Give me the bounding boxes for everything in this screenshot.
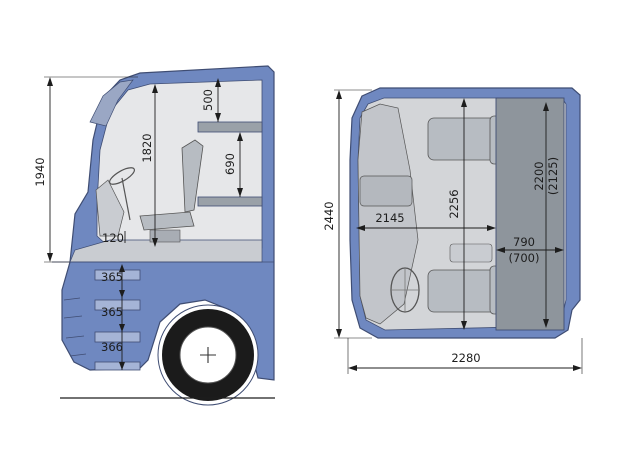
dim-2440: 2440 [322,89,372,339]
dim-500: 500 [201,78,221,122]
label-2200: 2200 [532,161,546,190]
dim-120: 120 [102,231,126,245]
label-step-2: 365 [101,305,123,319]
seat-icon [427,115,503,165]
dim-2200: 2200 (2125) [532,102,560,328]
front-grille [63,297,87,357]
label-500: 500 [201,89,215,111]
upper-bunk [197,121,263,133]
label-2256: 2256 [447,189,461,218]
label-1940: 1940 [33,157,47,186]
label-2145: 2145 [375,211,404,225]
dash-panel [359,175,413,207]
seat-icon [427,265,503,315]
wheel-icon [157,304,259,406]
steering-wheel-icon [95,167,135,237]
bunk-top [495,97,565,331]
label-step-1: 365 [101,270,123,284]
label-2125: (2125) [546,157,560,195]
dim-2256: 2256 [447,98,467,330]
label-690: 690 [223,153,237,175]
side-view: 1940 1820 500 690 120 365 [33,65,275,406]
dashboard-top [357,103,419,325]
label-120: 120 [102,231,124,245]
dim-2145: 2145 [356,211,496,231]
label-2440: 2440 [322,201,336,230]
dim-690: 690 [223,132,243,197]
top-view: 2440 2280 2145 2256 2200 (2125) [322,87,583,374]
dim-height-1940: 1940 [33,76,138,263]
label-2280: 2280 [451,351,480,365]
label-1820: 1820 [140,133,154,162]
ladder-steps-icon [94,269,141,371]
windscreen [89,79,134,127]
dim-steps: 365 365 366 [101,264,125,370]
dim-790: 790 (700) [496,235,564,265]
cab-floor [69,239,263,263]
lower-bunk [197,196,263,207]
center-console [449,243,493,263]
label-790: 790 [513,235,535,249]
label-700: (700) [509,251,540,265]
dim-height-1820: 1820 [140,84,158,247]
label-step-3: 366 [101,340,123,354]
dim-2280: 2280 [347,338,583,374]
steering-wheel-icon [390,267,420,313]
